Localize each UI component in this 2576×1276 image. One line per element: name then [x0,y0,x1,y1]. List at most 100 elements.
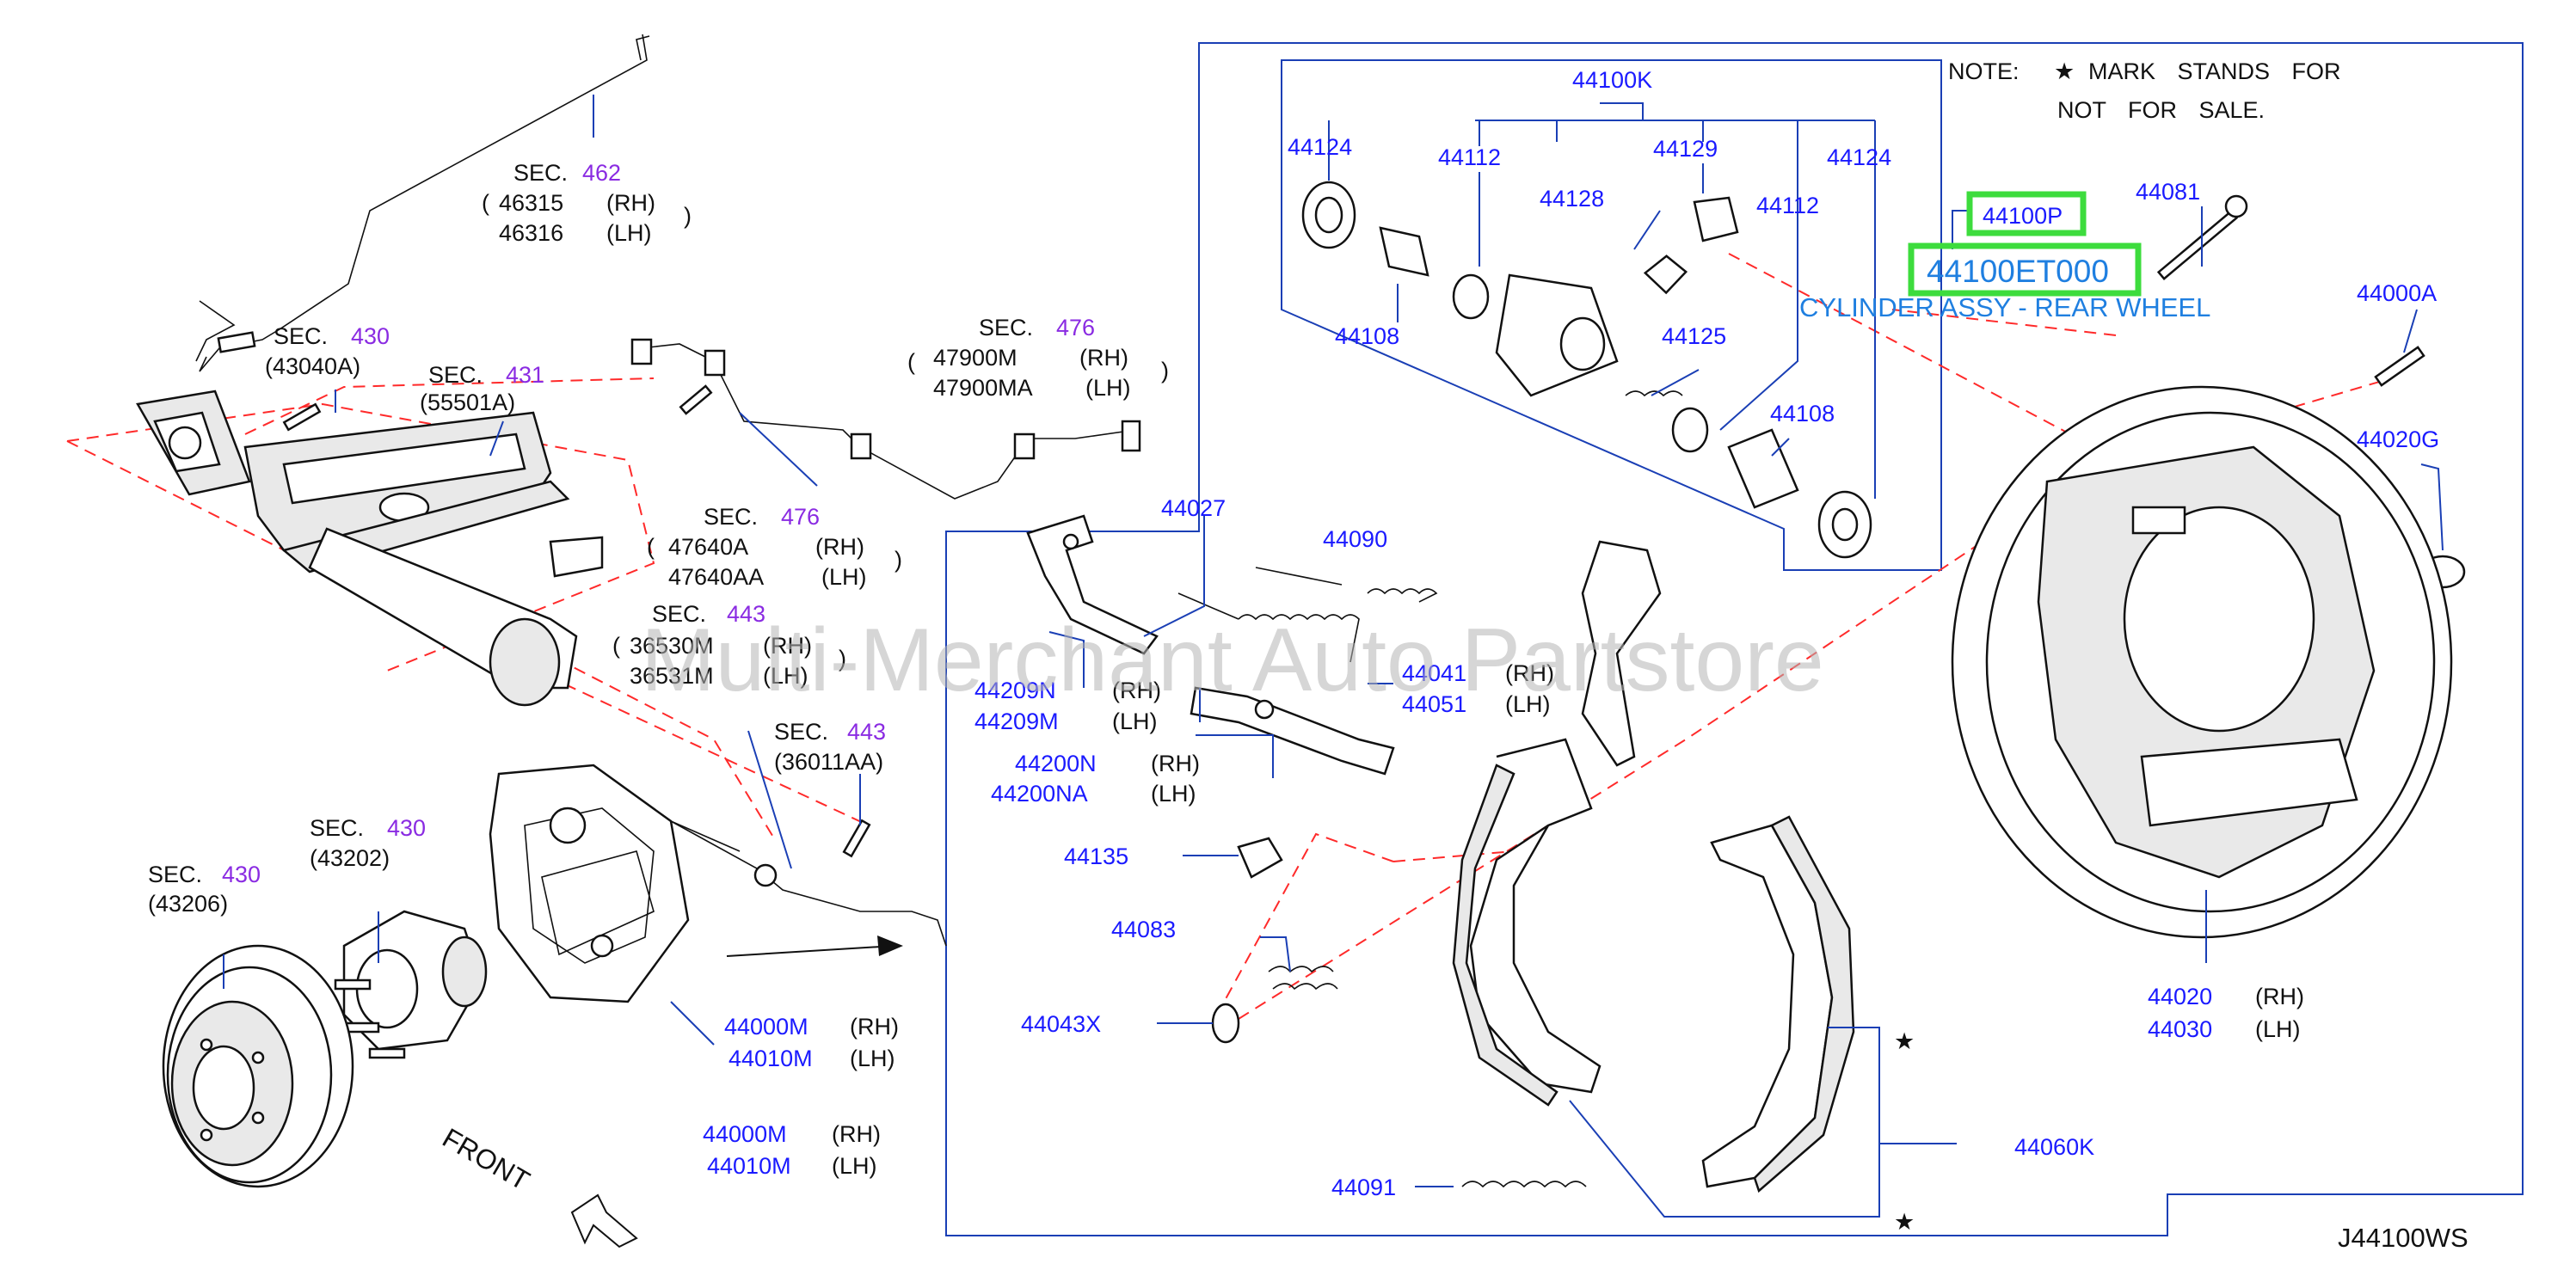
leader-lines [223,95,2444,1218]
svg-text:430: 430 [222,862,261,887]
svg-text:36531M: 36531M [630,663,714,689]
part-44200N[interactable]: 44200N [1015,751,1097,776]
sec-476a: SEC. 476 ( 47900M (RH) 47900MA (LH) ) [907,315,1169,401]
svg-text:(RH): (RH) [850,1014,899,1040]
part-44200NA[interactable]: 44200NA [991,781,1088,807]
bolt-small [282,384,871,858]
svg-text:SEC.: SEC. [310,815,364,841]
part-44090[interactable]: 44090 [1323,526,1387,552]
svg-text:36530M: 36530M [630,633,714,659]
svg-text:443: 443 [727,601,765,627]
part-44010M-a[interactable]: 44010M [729,1046,813,1071]
axle-beam [136,390,604,707]
highlight-group: 44100P 44100ET000 CYLINDER ASSY - REAR W… [1799,191,2210,322]
svg-text:(36011AA): (36011AA) [774,749,883,775]
sec-462-rh: 46315 [499,190,563,216]
sec-462-num: 462 [582,160,621,186]
part-44112-b[interactable]: 44112 [1756,193,1819,218]
shoe-hold-clip [1237,837,1283,879]
svg-text:SEC.: SEC. [652,601,706,627]
part-44124-a[interactable]: 44124 [1288,134,1352,160]
svg-text:(: ( [907,349,915,375]
sec-462-prefix: SEC. [513,160,568,186]
part-44209M[interactable]: 44209M [974,709,1059,734]
part-44000M-a[interactable]: 44000M [724,1014,808,1040]
highlight-part-box [1966,191,2087,236]
part-44010M-b[interactable]: 44010M [707,1153,791,1179]
svg-text:443: 443 [847,719,886,745]
note-label: NOTE: [1948,58,2020,84]
part-44030[interactable]: 44030 [2148,1016,2212,1042]
svg-text:): ) [839,646,846,672]
part-44051[interactable]: 44051 [1402,691,1466,717]
svg-text:(LH): (LH) [1085,375,1131,401]
part-44124-b[interactable]: 44124 [1827,144,1891,170]
part-44060K[interactable]: 44060K [2014,1134,2094,1160]
sec-443a: SEC. 443 ( 36530M (RH) 36531M (LH) ) [612,601,846,689]
svg-text:(RH): (RH) [2255,984,2304,1009]
part-44000M-b[interactable]: 44000M [703,1121,787,1147]
svg-text:431: 431 [506,362,544,388]
svg-text:(LH): (LH) [821,564,867,590]
svg-text:SEC.: SEC. [148,862,202,887]
svg-text:(RH): (RH) [1079,345,1128,371]
svg-text:SEC.: SEC. [274,323,328,349]
highlight-description: CYLINDER ASSY - REAR WHEEL [1799,292,2210,322]
part-44041[interactable]: 44041 [1402,660,1466,686]
diagram-code: J44100WS [2338,1223,2468,1253]
brake-drum [162,944,354,1188]
note-line2: NOT FOR SALE. [2057,97,2265,123]
part-44135[interactable]: 44135 [1064,844,1128,869]
part-44108-a[interactable]: 44108 [1335,323,1399,349]
svg-text:SEC.: SEC. [428,362,483,388]
svg-text:(RH): (RH) [763,633,812,659]
highlight-oem-no[interactable]: 44100ET000 [1927,254,2109,289]
svg-text:(RH): (RH) [1505,660,1554,686]
brake-pipe [195,34,650,372]
part-labels: 44100K 44124 44112 44129 44124 44128 441… [703,67,2439,1235]
return-spring-a [1177,592,1360,663]
part-44129[interactable]: 44129 [1653,136,1718,162]
svg-text:430: 430 [351,323,390,349]
backing-plate-left [489,764,690,1003]
sec-476b: SEC. 476 ( 47640A (RH) 47640AA (LH) ) [647,504,902,590]
watermark: Multi-Merchant Auto Partstore [641,610,1824,710]
adjuster-assy [1190,686,1395,776]
bolt-44000A [2374,346,2425,387]
part-44209N[interactable]: 44209N [974,678,1056,703]
part-44091[interactable]: 44091 [1331,1175,1396,1200]
part-44027[interactable]: 44027 [1161,495,1226,521]
svg-text:(RH): (RH) [815,534,864,560]
part-44112-a[interactable]: 44112 [1438,144,1501,170]
svg-text:(RH): (RH) [1151,751,1200,776]
part-44100K[interactable]: 44100K [1572,67,1652,93]
brake-shoe-rear [1701,815,1855,1193]
svg-text:47640A: 47640A [668,534,748,560]
svg-text:(LH): (LH) [832,1153,877,1179]
lower-return-spring [1461,1181,1587,1188]
svg-text:SEC.: SEC. [704,504,758,530]
part-44043X[interactable]: 44043X [1021,1011,1101,1037]
svg-text:47900MA: 47900MA [933,375,1033,401]
svg-text:(LH): (LH) [763,663,808,689]
bleeder-screw [2156,194,2248,280]
highlight-part-no[interactable]: 44100P [1983,203,2063,229]
part-44020G[interactable]: 44020G [2357,426,2439,452]
strut-bar [1581,540,1662,767]
parking-cable [670,820,947,947]
svg-text:47900M: 47900M [933,345,1017,371]
part-44108-b[interactable]: 44108 [1770,401,1835,426]
svg-text:): ) [895,547,902,573]
part-44125[interactable]: 44125 [1662,323,1726,349]
highlight-oem-box [1908,242,2142,297]
hub-bearing [334,910,488,1059]
svg-text:(LH): (LH) [1151,781,1196,807]
part-44128[interactable]: 44128 [1540,186,1604,212]
part-44083[interactable]: 44083 [1111,917,1176,942]
part-44081[interactable]: 44081 [2136,179,2200,205]
svg-text:476: 476 [1056,315,1095,340]
part-44000A[interactable]: 44000A [2357,280,2437,306]
svg-text:(43040A): (43040A) [265,353,360,379]
part-44020[interactable]: 44020 [2148,984,2212,1009]
